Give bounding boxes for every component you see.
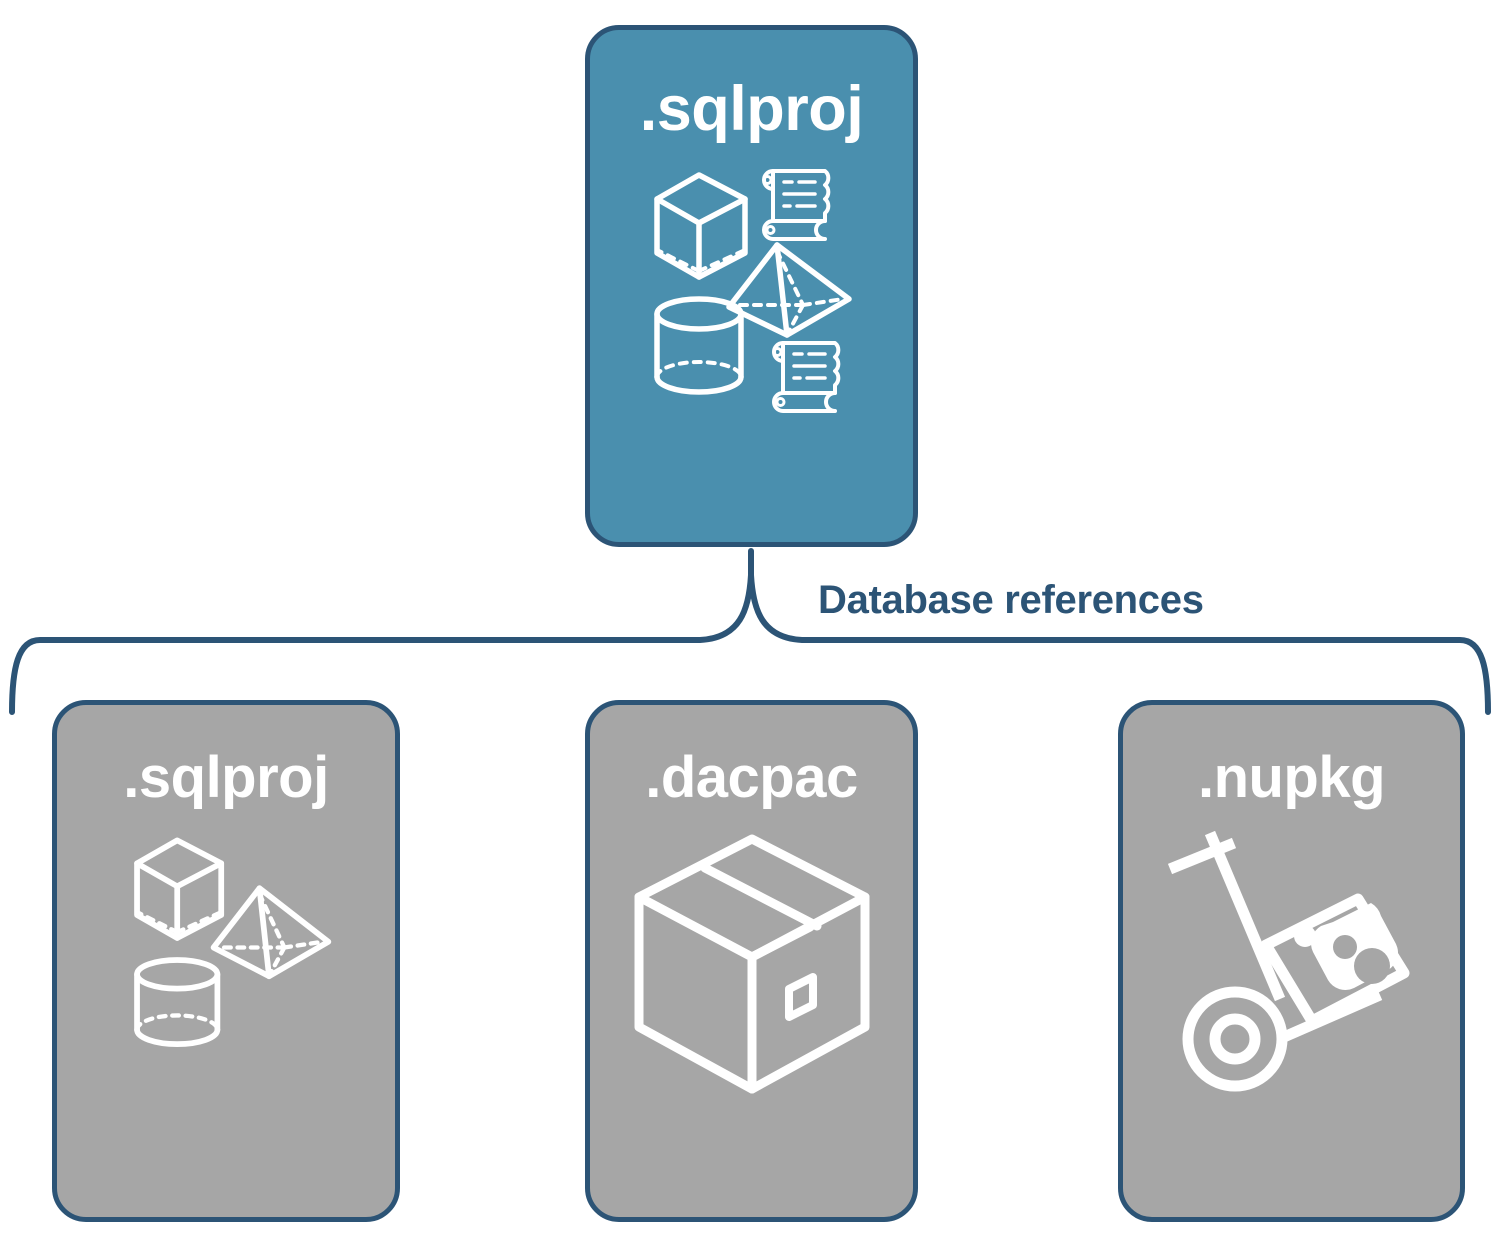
cylinder-wireframe-icon [134, 957, 221, 1047]
cube-wireframe-icon [134, 837, 225, 941]
node-title-child-nupkg: .nupkg [1197, 745, 1386, 810]
pyramid-wireframe-icon [210, 885, 332, 980]
node-card-root-sqlproj[interactable]: .sqlproj [585, 25, 918, 547]
child-nupkg-icon-group [1162, 827, 1422, 1102]
node-title-child-sqlproj: .sqlproj [123, 745, 329, 810]
hand-truck-package-icon [1167, 830, 1409, 1092]
script-scroll-icon [771, 341, 840, 413]
cylinder-wireframe-icon [653, 296, 744, 395]
node-card-child-sqlproj[interactable]: .sqlproj [52, 700, 400, 1222]
pyramid-wireframe-icon [725, 242, 852, 338]
child-dacpac-icon-group [627, 827, 877, 1107]
node-title-root: .sqlproj [639, 74, 864, 144]
root-icon-group [637, 159, 867, 434]
connector-label: Database references [818, 578, 1204, 622]
package-box-icon [634, 834, 869, 1094]
script-scroll-icon [761, 169, 830, 241]
cube-wireframe-icon [653, 172, 748, 280]
node-card-child-dacpac[interactable]: .dacpac [585, 700, 918, 1222]
node-card-child-nupkg[interactable]: .nupkg [1118, 700, 1465, 1222]
node-title-child-dacpac: .dacpac [645, 745, 858, 810]
child-sqlproj-icon-group [116, 827, 336, 1052]
